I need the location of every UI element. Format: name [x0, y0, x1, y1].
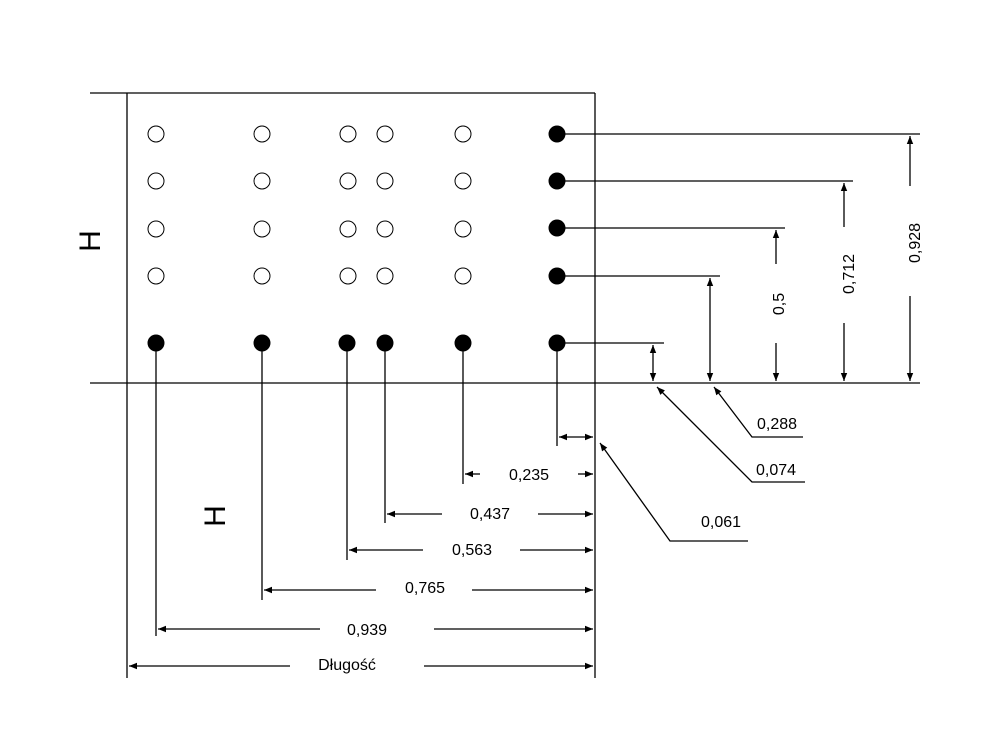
open-hole: [253, 220, 271, 238]
dim-label-0-939: 0,939: [347, 622, 387, 639]
open-hole: [253, 172, 271, 190]
dim-label-0-712: 0,712: [841, 254, 858, 294]
open-hole: [339, 125, 357, 143]
dim-label-0-5: 0,5: [771, 293, 788, 315]
open-hole: [339, 220, 357, 238]
leader-0-288: [713, 386, 803, 438]
callout-leaders: 0,288 0,074 0,061: [599, 386, 805, 542]
dim-label-0-765: 0,765: [405, 580, 445, 597]
open-hole: [147, 125, 165, 143]
dim-label-0-928: 0,928: [907, 223, 924, 263]
open-hole: [253, 267, 271, 285]
open-hole: [454, 172, 472, 190]
dim-label-0-235: 0,235: [509, 467, 549, 484]
open-hole: [454, 220, 472, 238]
vertical-dimensions: 0,5 0,712 0,928: [649, 136, 924, 381]
open-hole: [147, 220, 165, 238]
right-extension-lines: [557, 133, 920, 344]
holes-group: [147, 125, 566, 352]
dim-label-0-074: 0,074: [756, 462, 796, 479]
open-hole: [376, 125, 394, 143]
open-hole: [376, 267, 394, 285]
open-hole: [454, 267, 472, 285]
dim-label-0-061: 0,061: [701, 514, 741, 531]
open-hole: [147, 267, 165, 285]
horizontal-dimensions: 0,235 0,437 0,563 0,765 0,939 Długość: [129, 433, 593, 674]
dim-label-0-437: 0,437: [470, 506, 510, 523]
h-label-bottom: H: [199, 505, 232, 527]
bottom-extension-lines: [155, 343, 558, 636]
open-hole: [339, 267, 357, 285]
leader-0-061: [599, 442, 748, 542]
open-hole: [147, 172, 165, 190]
dim-label-0-563: 0,563: [452, 542, 492, 559]
open-hole: [339, 172, 357, 190]
dim-label-0-288: 0,288: [757, 416, 797, 433]
open-hole: [376, 172, 394, 190]
leader-0-074: [656, 386, 805, 483]
open-hole: [376, 220, 394, 238]
open-hole: [454, 125, 472, 143]
h-label-left: H: [74, 230, 107, 252]
length-label: Długość: [318, 657, 376, 674]
open-hole: [253, 125, 271, 143]
panel-outline: [90, 92, 920, 678]
